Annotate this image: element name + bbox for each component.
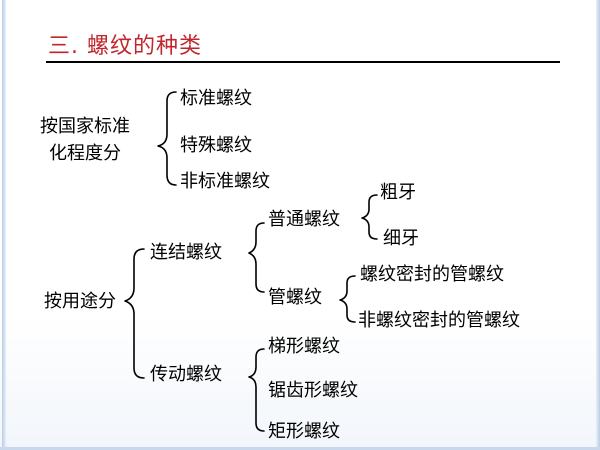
national-root-label-line2: 化程度分 <box>49 143 121 164</box>
usage-root-label: 按用途分 <box>44 291 116 312</box>
unsealed-pipe-thread-label: 非螺纹密封的管螺纹 <box>358 310 520 331</box>
transmission-label: 传动螺纹 <box>150 364 222 385</box>
common-thread-label: 普通螺纹 <box>268 209 340 230</box>
buttress-thread-label: 锯齿形螺纹 <box>268 380 358 401</box>
slide-frame-left <box>2 0 6 450</box>
slide-title: 三. 螺纹的种类 <box>48 34 202 59</box>
fine-thread-label: 细牙 <box>383 228 419 249</box>
brace-transmission <box>248 348 265 432</box>
brace-usage <box>124 248 145 379</box>
sealed-pipe-thread-label: 螺纹密封的管螺纹 <box>360 264 504 285</box>
pipe-thread-label: 管螺纹 <box>268 287 322 308</box>
brace-pipe <box>339 275 356 323</box>
national-root-label: 按国家标准 <box>40 116 130 137</box>
coarse-thread-label: 粗牙 <box>380 182 416 203</box>
title-underline <box>46 61 560 63</box>
square-thread-label: 矩形螺纹 <box>268 421 340 442</box>
national-item-special: 特殊螺纹 <box>180 135 252 156</box>
brace-connecting <box>248 222 265 293</box>
national-item-standard: 标准螺纹 <box>180 88 252 109</box>
national-item-nonstandard: 非标准螺纹 <box>180 171 270 192</box>
connecting-label: 连结螺纹 <box>150 242 222 263</box>
slide-frame-bottom <box>0 447 600 450</box>
brace-national <box>157 91 177 186</box>
brace-common <box>361 194 378 240</box>
slide-frame-right <box>596 0 600 450</box>
trapezoidal-thread-label: 梯形螺纹 <box>268 336 340 357</box>
